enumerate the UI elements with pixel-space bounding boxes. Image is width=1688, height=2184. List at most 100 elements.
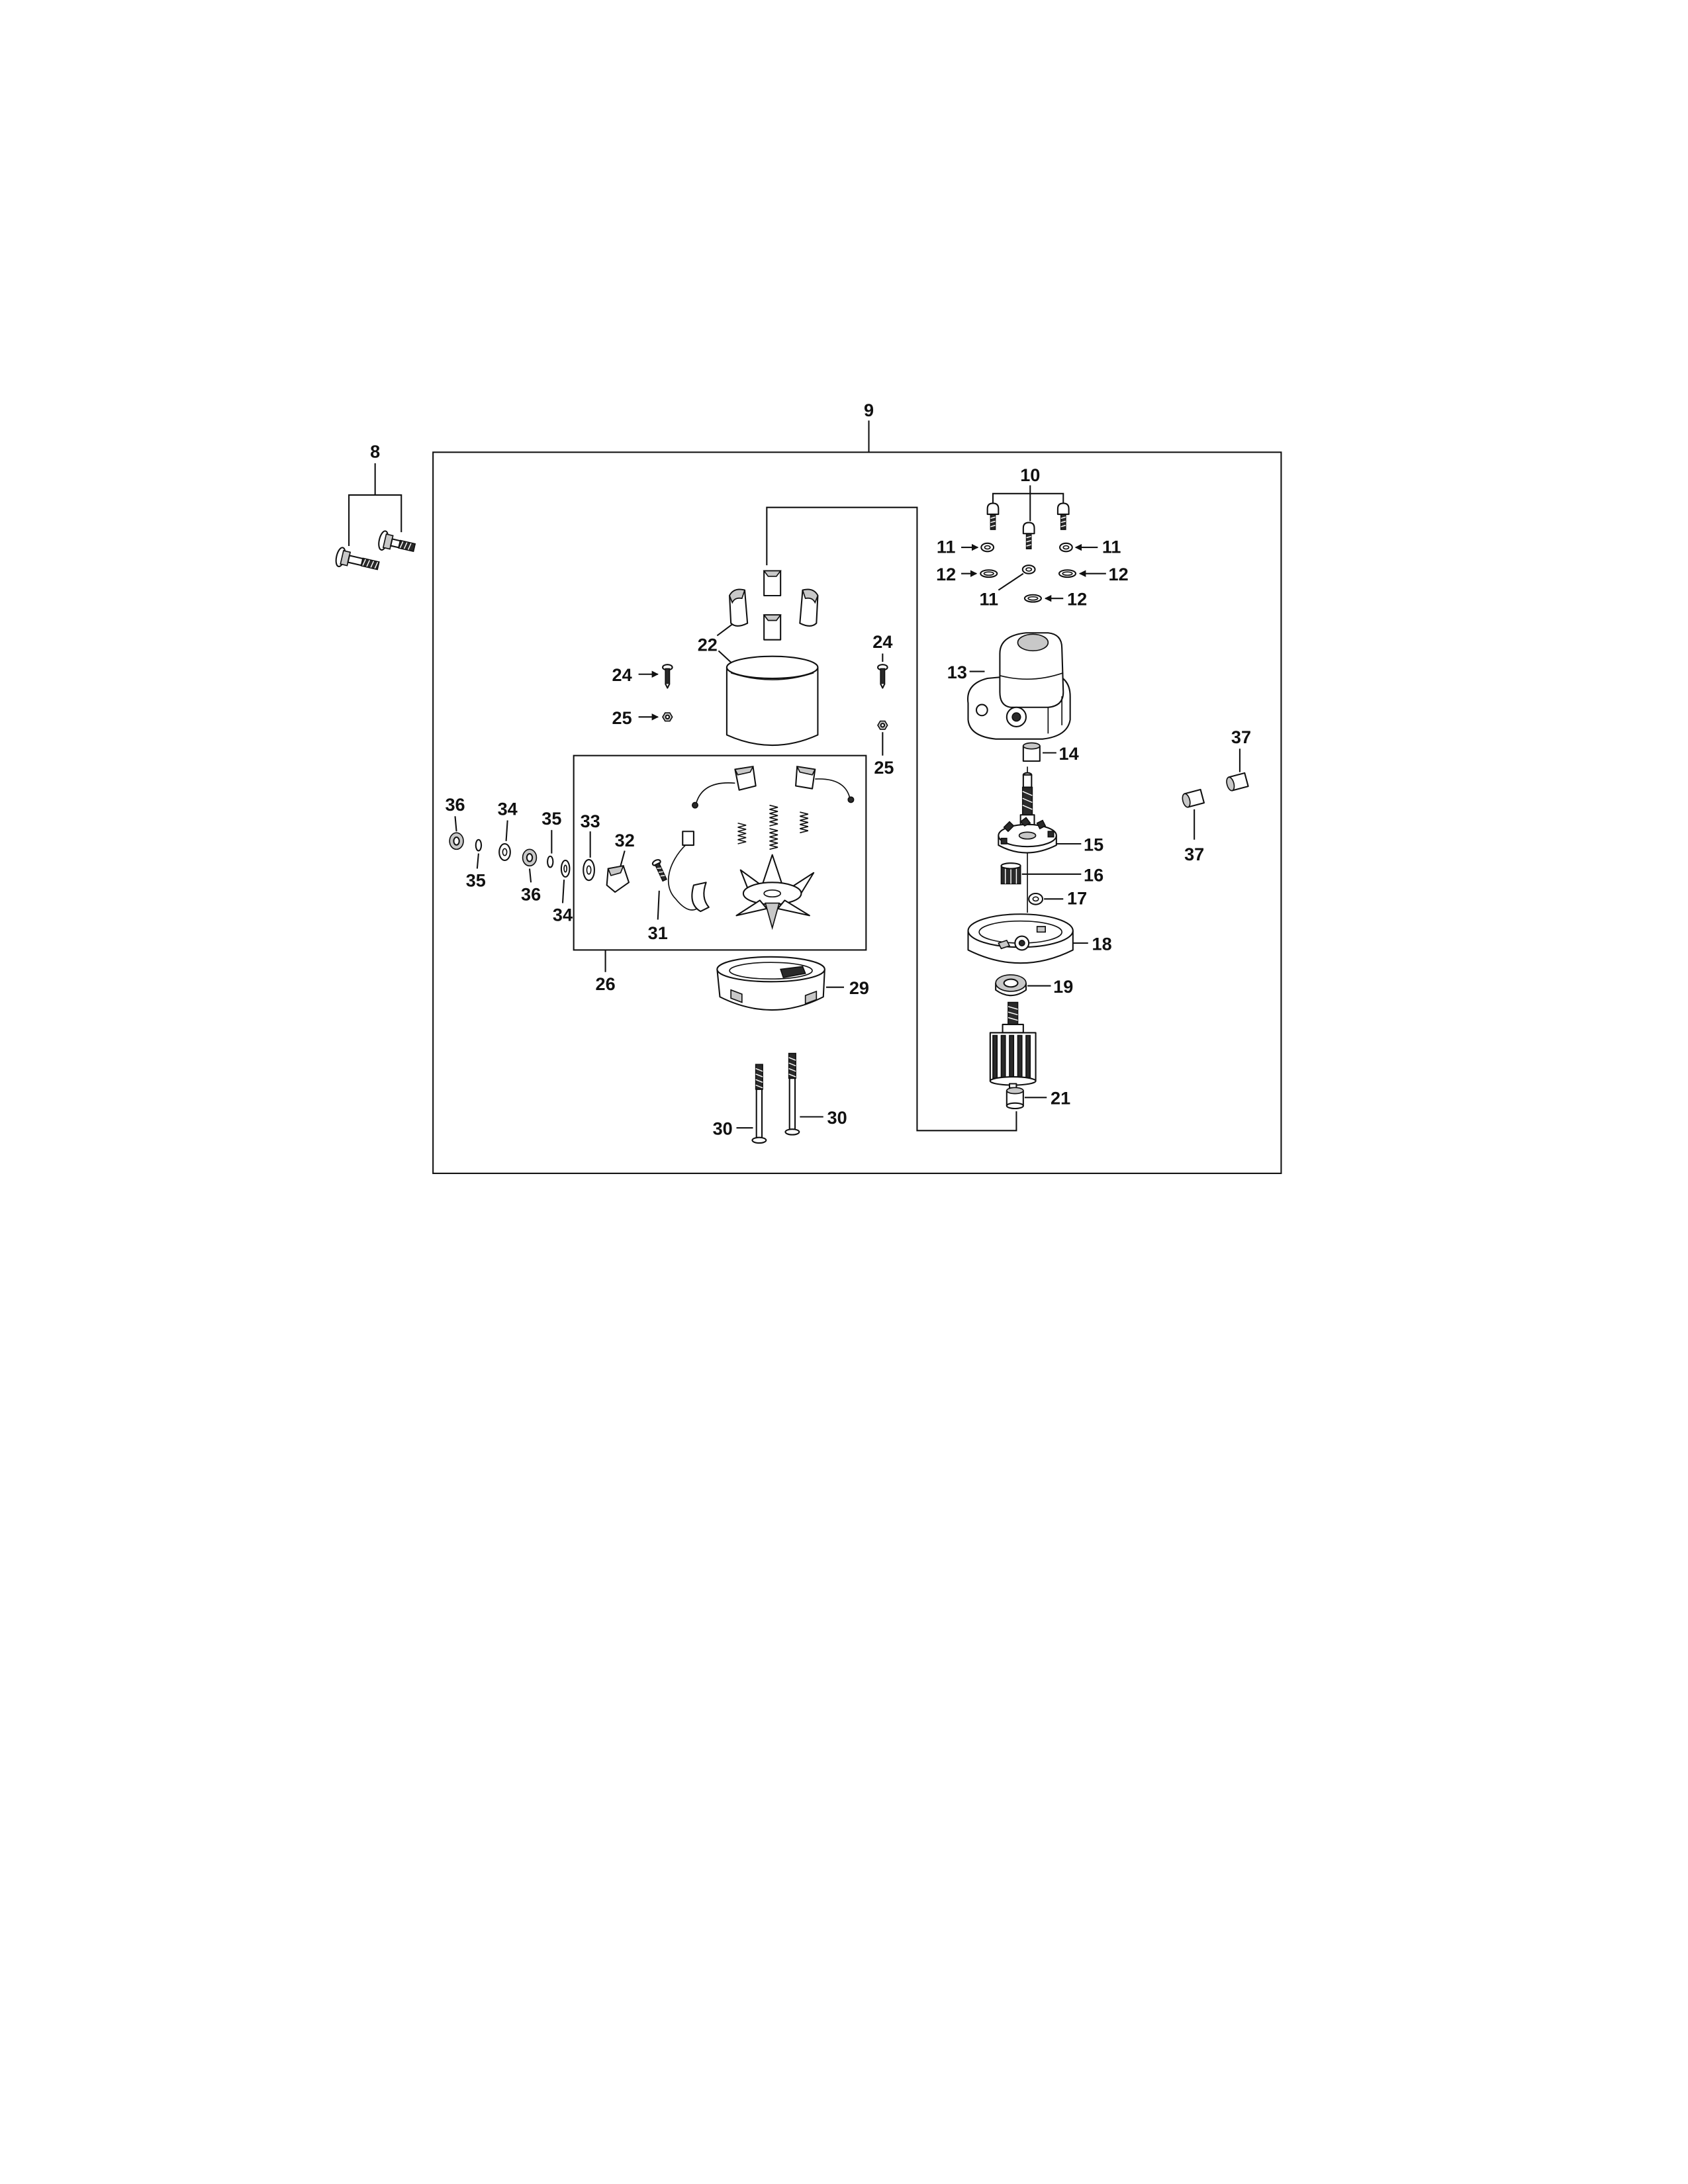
part-brush: [795, 766, 855, 803]
part-planet-gear: [1000, 862, 1021, 885]
part-drive-shaft-gear: [998, 772, 1057, 854]
callout-label: 14: [1059, 743, 1079, 764]
callout-label: 24: [612, 664, 632, 685]
callout-label: 34: [553, 905, 573, 925]
part-small-screw: [662, 664, 673, 689]
leader-10-bracket: [992, 492, 1064, 505]
part-brush-spring: [737, 822, 747, 844]
callout-label: 34: [498, 798, 518, 819]
part-brush-lead: [667, 831, 710, 913]
part-small-screw: [877, 664, 888, 689]
callout-label: 11: [979, 589, 998, 610]
part-lock-washer-small: [547, 855, 554, 868]
part-terminal: [606, 865, 630, 893]
part-brush-spring: [769, 804, 778, 827]
part-small-nut: [877, 720, 888, 730]
leader-34-bottom: [561, 880, 565, 903]
callout-label: 26: [596, 974, 616, 994]
part-screw: [1056, 502, 1070, 530]
callout-label: 37: [1231, 727, 1251, 747]
callout-label: 29: [849, 978, 869, 998]
callout-label: 25: [612, 707, 632, 728]
part-end-bushing: [1006, 1087, 1024, 1110]
leader-11-bottom: [998, 572, 1024, 591]
callout-label: 8: [370, 441, 380, 462]
leader-31: [657, 890, 660, 920]
callout-label: 12: [936, 564, 956, 584]
callout-label: 17: [1067, 888, 1087, 909]
callout-label: 30: [827, 1107, 847, 1128]
callout-label: 30: [713, 1118, 733, 1139]
part-brush: [692, 766, 757, 809]
part-terminal-washer: [560, 859, 571, 878]
callout-label: 35: [541, 808, 561, 829]
part-bearing: [995, 974, 1027, 997]
leader-35-bottom: [476, 853, 479, 869]
part-lock-washer: [980, 542, 995, 553]
callout-label: 37: [1184, 844, 1204, 864]
part-magnet: [763, 570, 782, 597]
callout-label: 36: [445, 794, 465, 815]
part-thrust-washer: [1028, 892, 1044, 905]
leader-32: [620, 850, 626, 866]
part-brush-spring: [800, 811, 809, 834]
part-mounting-bolt: [335, 547, 380, 570]
part-flat-washer: [1023, 594, 1042, 603]
callout-label: 31: [648, 923, 668, 943]
part-insulator-washer: [583, 858, 595, 882]
brush-plate-frame: [573, 754, 867, 951]
part-lock-washer: [1021, 565, 1036, 574]
part-through-bolt: [751, 1064, 767, 1144]
part-flat-washer: [1058, 569, 1077, 578]
callout-label: 36: [521, 884, 541, 904]
leader-34-top: [505, 820, 508, 841]
part-magnet: [729, 588, 749, 627]
sub-assembly-link-line: [766, 506, 1017, 1132]
part-flat-washer: [980, 569, 998, 578]
part-terminal-washer: [498, 842, 511, 862]
part-terminal-nut: [522, 848, 538, 867]
part-spacer: [1182, 788, 1205, 808]
part-lock-washer: [1059, 542, 1073, 553]
part-through-bolt: [784, 1052, 800, 1136]
part-mounting-bolt: [378, 530, 416, 553]
part-armature: [989, 1001, 1037, 1089]
part-bushing: [1022, 742, 1041, 762]
part-magnet: [763, 614, 782, 641]
part-magnet: [799, 588, 819, 627]
callout-label: 33: [581, 811, 600, 831]
part-brush-holder: [735, 854, 815, 931]
callouts: 8 9 10 11 11 11 12 12 12 13 14 15 16 17 …: [370, 400, 1251, 1138]
leader-36-bottom: [528, 868, 532, 883]
assembly-frame: [432, 451, 1282, 1174]
callout-label: 16: [1084, 864, 1103, 885]
callout-label: 11: [1102, 536, 1121, 557]
part-drive-housing: [967, 632, 1071, 740]
part-screw: [986, 502, 1000, 530]
part-brush-spring: [769, 828, 778, 850]
part-end-cap: [716, 956, 825, 1011]
callout-label: 9: [864, 400, 874, 420]
part-terminal-screw: [651, 859, 668, 882]
part-terminal-nut: [449, 832, 464, 850]
callout-label: 15: [1084, 834, 1103, 854]
callout-label: 19: [1053, 976, 1073, 997]
part-motor-frame: [726, 655, 819, 746]
part-gear-plate: [967, 913, 1074, 964]
callout-label: 18: [1092, 933, 1112, 954]
leader-36-top: [454, 816, 457, 832]
callout-label: 35: [466, 870, 486, 891]
callout-label: 22: [698, 634, 718, 655]
part-screw: [1022, 522, 1035, 549]
callout-label: 13: [947, 662, 967, 682]
callout-label: 24: [872, 631, 892, 652]
callout-label: 11: [937, 536, 956, 557]
leader-lines: [348, 420, 1241, 1129]
part-spacer: [1226, 772, 1249, 792]
callout-label: 25: [874, 757, 894, 778]
part-lock-washer-small: [475, 839, 483, 852]
part-small-nut: [662, 712, 673, 722]
callout-label: 12: [1109, 564, 1129, 584]
callout-label: 12: [1067, 589, 1087, 610]
